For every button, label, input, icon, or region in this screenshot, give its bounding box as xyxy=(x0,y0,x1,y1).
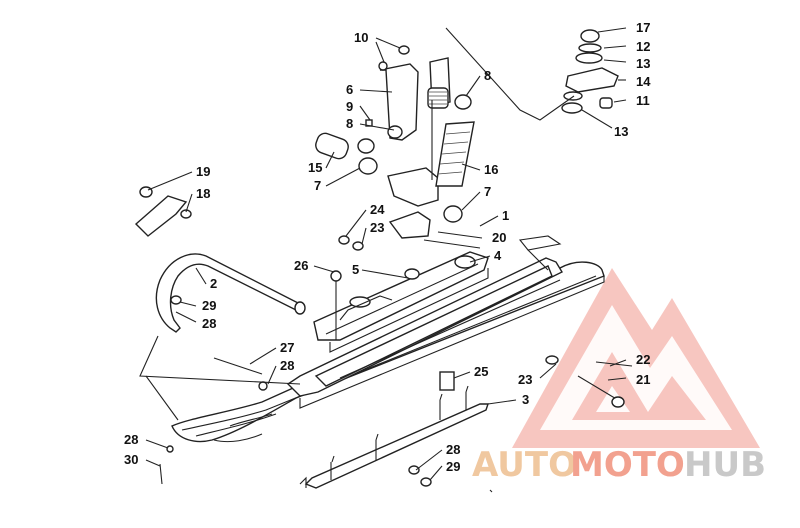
callout-16: 16 xyxy=(484,162,498,177)
callout-13: 13 xyxy=(636,56,650,71)
callout-28-lower-left: 28 xyxy=(124,432,138,447)
watermark-moto: MOTO xyxy=(570,445,685,485)
callout-21: 21 xyxy=(636,372,650,387)
ski-loop xyxy=(155,253,306,333)
watermark-auto: AUTO xyxy=(472,445,577,485)
callout-14: 14 xyxy=(636,74,651,89)
callout-19: 19 xyxy=(196,164,210,179)
callout-17: 17 xyxy=(636,20,650,35)
callout-labels: 17 12 13 14 11 13 10 6 9 8 8 15 7 16 7 1… xyxy=(124,20,651,474)
callout-15: 15 xyxy=(308,160,322,175)
callout-24: 24 xyxy=(370,202,385,217)
callout-29-lower: 29 xyxy=(446,459,460,474)
assembly-guides xyxy=(139,27,575,421)
callout-1: 1 xyxy=(502,208,509,223)
callout-20: 20 xyxy=(492,230,506,245)
callout-30: 30 xyxy=(124,452,138,467)
callout-7-left: 7 xyxy=(314,178,321,193)
callout-2: 2 xyxy=(210,276,217,291)
callout-5: 5 xyxy=(352,262,359,277)
watermark-hub: HUB xyxy=(684,445,766,485)
callout-18: 18 xyxy=(196,186,210,201)
callout-25: 25 xyxy=(474,364,488,379)
callout-8-left: 8 xyxy=(346,116,353,131)
steering-arm xyxy=(561,29,619,114)
bracket xyxy=(134,186,192,237)
watermark-text: AUTO MOTO HUB xyxy=(472,445,766,485)
callout-8-right: 8 xyxy=(484,68,491,83)
callout-28-mid: 28 xyxy=(280,358,294,373)
callout-6: 6 xyxy=(346,82,353,97)
callout-7-right: 7 xyxy=(484,184,491,199)
callout-26: 26 xyxy=(294,258,308,273)
callout-23-lower: 23 xyxy=(518,372,532,387)
callout-22: 22 xyxy=(636,352,650,367)
callout-13-lower: 13 xyxy=(614,124,628,139)
leader-lines xyxy=(145,27,627,481)
callout-29-upper: 29 xyxy=(202,298,216,313)
callout-4: 4 xyxy=(494,248,502,263)
callout-28-upper: 28 xyxy=(202,316,216,331)
spindle-frame xyxy=(313,251,489,353)
callout-23-upper: 23 xyxy=(370,220,384,235)
callout-11: 11 xyxy=(636,93,650,108)
callout-27: 27 xyxy=(280,340,294,355)
callout-10: 10 xyxy=(354,30,368,45)
callout-12: 12 xyxy=(636,39,650,54)
bolts xyxy=(159,235,633,493)
spindle-column xyxy=(315,45,475,239)
callout-28-lower-right: 28 xyxy=(446,442,460,457)
watermark-logo xyxy=(512,268,760,448)
callout-3: 3 xyxy=(522,392,529,407)
ski-saddle xyxy=(286,235,563,397)
callout-9: 9 xyxy=(346,99,353,114)
